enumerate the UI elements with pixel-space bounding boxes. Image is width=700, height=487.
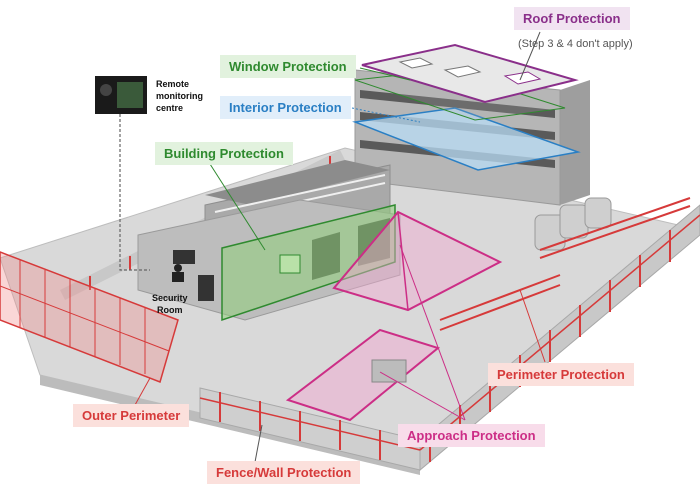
- main-building-right: [560, 80, 590, 205]
- label-perimeter-protection: Perimeter Protection: [488, 363, 634, 386]
- building-protection-plane: [221, 204, 396, 322]
- fence-rail-right: [419, 214, 700, 451]
- label-roof-note: (Step 3 & 4 don't apply): [518, 38, 633, 50]
- label-remote-monitoring-line2: monitoring: [156, 91, 203, 101]
- roof-skylights: [398, 57, 542, 85]
- label-building-protection: Building Protection: [155, 142, 293, 165]
- approach-edge-2: [333, 211, 399, 289]
- security-room-desk: [173, 250, 195, 264]
- remote-link-line: [119, 114, 150, 271]
- interior-protection-plane: [352, 107, 581, 171]
- approach-edge-1: [397, 211, 409, 311]
- remote-operator-head: [100, 84, 112, 96]
- label-remote-monitoring-line3: centre: [156, 103, 184, 113]
- security-cabinet: [198, 275, 214, 301]
- fence-rail-front: [199, 397, 421, 451]
- storage-tanks: [534, 197, 612, 251]
- label-interior-protection: Interior Protection: [220, 96, 351, 119]
- callout-lines: [134, 31, 546, 463]
- low-building-roof: [205, 160, 390, 205]
- label-security-room-line1: Security: [152, 293, 188, 303]
- label-roof-protection: Roof Protection: [514, 7, 630, 30]
- label-remote-monitoring-line1: Remote: [156, 79, 190, 89]
- label-remote-monitoring: Remote monitoring centre: [156, 78, 203, 114]
- security-guard-icon: [172, 264, 184, 282]
- remote-monitor-screen: [117, 82, 143, 108]
- outer-perimeter-mesh: [0, 260, 170, 374]
- label-security-room: Security Room: [152, 292, 188, 316]
- fence-wall-front: [199, 387, 421, 471]
- label-security-room-line2: Room: [157, 305, 183, 315]
- perimeter-beams: [439, 197, 691, 331]
- label-outer-perimeter: Outer Perimeter: [73, 404, 190, 427]
- label-approach-protection: Approach Protection: [398, 424, 545, 447]
- label-window-protection: Window Protection: [220, 55, 356, 78]
- building-window-green: [279, 254, 301, 274]
- gate-box: [371, 359, 407, 383]
- label-fence-wall-protection: Fence/Wall Protection: [207, 461, 361, 484]
